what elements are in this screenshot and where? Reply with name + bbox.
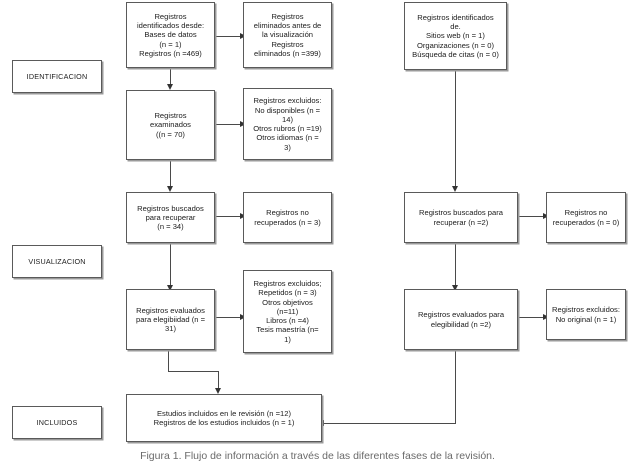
connector-sought-to-eligibility-left [170,243,171,289]
box-removed-before-screening: Registros eliminados antes de la visuali… [243,2,332,68]
arrowhead-identifiedother-to-soughtright [452,186,458,192]
stage-label-incluidos-text: INCLUIDOS [36,418,78,427]
box-records-sought-right: Registros buscados para recuperar (n =2) [404,192,518,243]
stage-label-incluidos: INCLUIDOS [12,406,102,439]
stage-label-identificacion-text: IDENTIFICACION [26,72,88,81]
stage-label-visualizacion-text: VISUALIZACION [28,257,86,266]
connector-eligibility-to-excluded-right [518,317,546,318]
connector-sought-to-notretrieved-right [518,216,546,217]
connector-identified-to-screened [170,68,171,88]
connector-eligibility-to-excluded-left [215,317,243,318]
stage-label-visualizacion: VISUALIZACION [12,245,102,278]
connector-eligibilityright-to-included-seg1 [455,350,456,424]
box-identified-databases: Registros identificados desde: Bases de … [126,2,215,68]
connector-screened-to-sought [170,160,171,190]
stage-label-identificacion: IDENTIFICACION [12,60,102,93]
connector-sought-to-eligibility-right [455,243,456,289]
connector-eligibility-to-included-seg1 [168,350,169,372]
arrowhead-screened-to-sought [167,186,173,192]
box-studies-included: Estudios incluidos en le revisión (n =12… [126,394,322,442]
box-records-assessed-eligibility-right: Registros evaluados para elegibilidad (n… [404,289,518,350]
connector-eligibility-to-included-seg2 [168,371,219,372]
box-records-assessed-eligibility-left: Registros evaluados para elegibiidad (n … [126,289,215,350]
connector-identified-to-removed [215,36,243,37]
connector-eligibility-to-included-seg3 [218,371,219,390]
box-records-not-retrieved-right: Registros no recuperados (n = 0) [546,192,626,243]
box-records-not-retrieved-left: Registros no recuperados (n = 3) [243,192,332,243]
connector-screened-to-excluded [215,124,243,125]
arrowhead-eligibility-to-included [215,388,221,394]
arrowhead-sought-to-eligibility-left [167,285,173,291]
box-records-sought-left: Registros buscados para recuperar (n = 3… [126,192,215,243]
box-records-excluded-screening: Registros excluidos: No disponibles (n =… [243,88,332,160]
arrowhead-identified-to-screened [167,84,173,90]
box-records-excluded-eligibility-left: Registros excluidos; Repetidos (n = 3) O… [243,270,332,353]
connector-eligibilityright-to-included-seg2 [322,423,456,424]
connector-identifiedother-to-soughtright [455,70,456,190]
box-records-screened: Registros examinados ((n = 70) [126,90,215,160]
arrowhead-sought-to-eligibility-right [452,285,458,291]
box-records-excluded-eligibility-right: Registros excluidos: No original (n = 1) [546,289,626,340]
box-identified-other-methods: Registros identificados de. Sitios web (… [404,2,507,70]
figure-caption: Figura 1. Flujo de información a través … [140,450,495,462]
connector-sought-to-notretrieved-left [215,216,243,217]
